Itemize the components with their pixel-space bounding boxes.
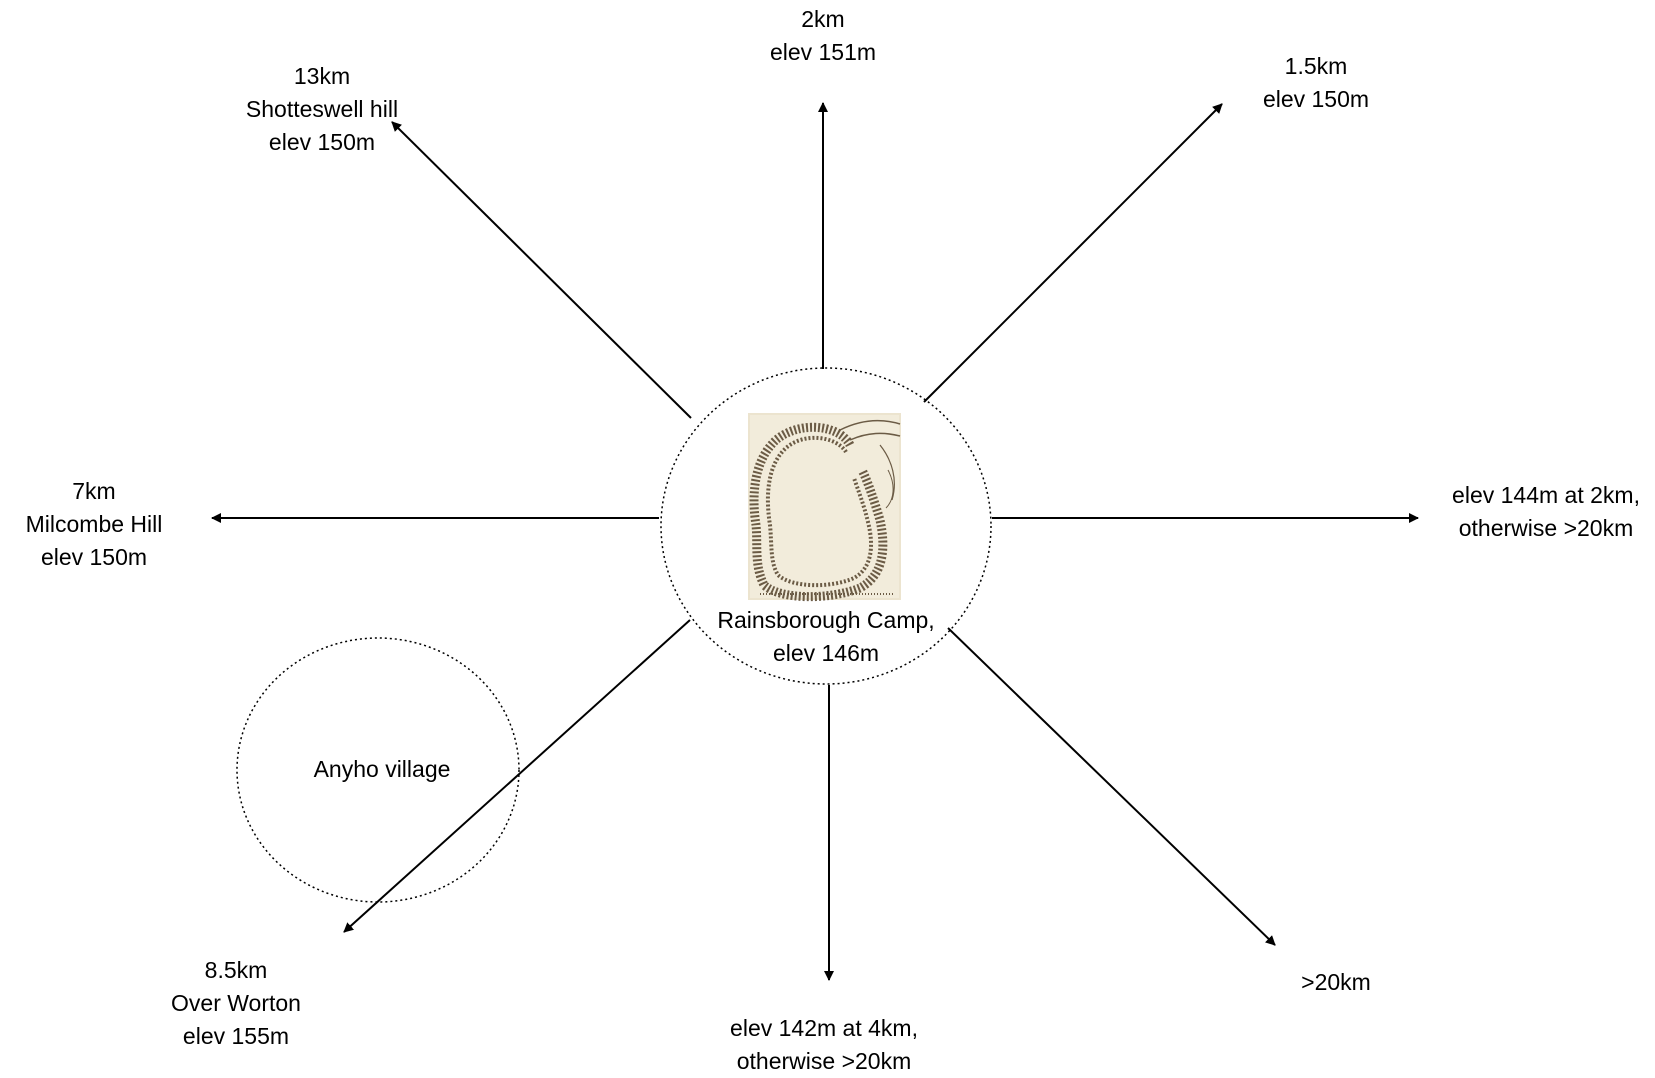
label-north-west-line1: 13km (293, 63, 351, 89)
label-south-west-line1: 8.5km (204, 957, 268, 983)
arrow-north-east (923, 103, 1223, 403)
label-north-east: 1.5km elev 150m (1263, 50, 1369, 116)
label-north-west-line3: elev 150m (268, 129, 376, 155)
label-north-west: 13km Shotteswell hill elev 150m (246, 60, 398, 159)
label-south-west-line2: Over Worton (171, 990, 301, 1016)
label-east: elev 144m at 2km, otherwise >20km (1452, 479, 1640, 545)
label-south-east-line1: >20km (1301, 969, 1371, 995)
label-south-west-line3: elev 155m (182, 1023, 290, 1049)
label-village-text: Anyho village (313, 756, 451, 782)
label-north: 2km elev 151m (770, 3, 876, 69)
label-south-line2: otherwise >20km (736, 1048, 912, 1074)
label-north-east-line1: 1.5km (1284, 53, 1348, 79)
label-east-line2: otherwise >20km (1458, 515, 1634, 541)
label-north-line1: 2km (801, 6, 845, 32)
label-north-east-line2: elev 150m (1262, 86, 1370, 112)
label-west-line2: Milcombe Hill (25, 511, 163, 537)
label-north-line2: elev 151m (769, 39, 877, 65)
camp-boundary-circle (660, 367, 992, 685)
label-west: 7km Milcombe Hill elev 150m (26, 475, 163, 574)
label-center: Rainsborough Camp, elev 146m (717, 604, 934, 670)
arrow-north-west (391, 121, 692, 419)
label-center-line2: elev 146m (772, 640, 880, 666)
label-south-line1: elev 142m at 4km, (730, 1015, 918, 1041)
label-south-east: >20km (1301, 966, 1371, 999)
label-west-line3: elev 150m (40, 544, 148, 570)
label-village: Anyho village (314, 753, 451, 786)
arrow-south-east (947, 627, 1276, 946)
label-center-line1: Rainsborough Camp, (717, 607, 935, 633)
label-south-west: 8.5km Over Worton elev 155m (171, 954, 301, 1053)
hillfort-plan-icon (748, 413, 901, 602)
label-north-west-line2: Shotteswell hill (245, 96, 399, 122)
label-west-line1: 7km (72, 478, 116, 504)
label-east-line1: elev 144m at 2km, (1452, 482, 1640, 508)
label-south: elev 142m at 4km, otherwise >20km (730, 1012, 918, 1078)
arrow-south-west (343, 619, 691, 933)
village-boundary-circle (236, 637, 520, 903)
